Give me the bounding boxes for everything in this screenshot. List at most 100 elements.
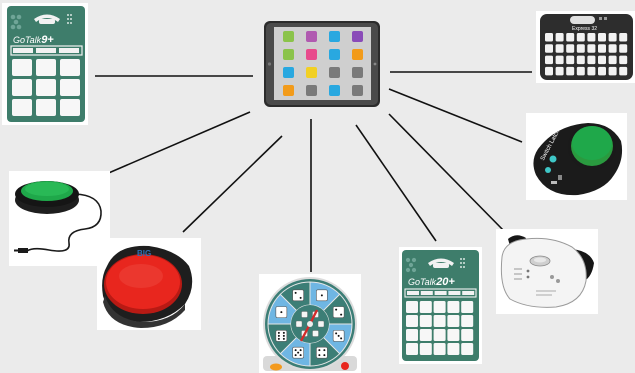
express32-key bbox=[608, 55, 617, 65]
spinner-die-pip bbox=[294, 349, 297, 352]
spinner-die-pip bbox=[297, 351, 300, 354]
connector-gotalk20 bbox=[355, 124, 437, 242]
spinner-die bbox=[332, 306, 345, 318]
ipad-app-tile bbox=[329, 49, 340, 60]
express32-key bbox=[619, 55, 628, 65]
ipad-app-tile bbox=[329, 85, 340, 96]
gotalk20-key bbox=[406, 301, 418, 313]
gotalk20-key bbox=[433, 315, 446, 327]
express32-key bbox=[545, 55, 553, 65]
gotalk20-key bbox=[419, 315, 432, 327]
gotalk20-key bbox=[447, 343, 460, 355]
spinner-die-pip bbox=[299, 296, 302, 299]
ipad-app-tile bbox=[352, 31, 363, 42]
gotalk20-key bbox=[406, 343, 418, 355]
gotalk20-label-slot bbox=[462, 291, 475, 295]
express32-key bbox=[587, 33, 596, 42]
gotalk9-illustration bbox=[7, 6, 85, 122]
connector-switch-latch bbox=[388, 88, 523, 143]
ipad-app-tile bbox=[306, 31, 317, 42]
express32-card: Express 32 bbox=[536, 11, 635, 83]
spinner-die-pip bbox=[340, 313, 343, 316]
gotalk20-key bbox=[419, 301, 432, 313]
express32-key bbox=[545, 44, 553, 53]
express32-key bbox=[566, 44, 575, 53]
spinner-inner-die bbox=[301, 311, 308, 318]
express32-key bbox=[619, 33, 628, 42]
gotalk20-key bbox=[447, 329, 460, 341]
gotalk20-key bbox=[461, 301, 474, 313]
connector-big-switch bbox=[182, 135, 283, 233]
gotalk9-card: GoTalk9+ bbox=[2, 3, 88, 125]
gotalk20-key bbox=[461, 329, 474, 341]
express32-key bbox=[576, 55, 585, 65]
ipad-app-tile bbox=[352, 67, 363, 78]
express32-key bbox=[545, 66, 553, 76]
express32-key bbox=[608, 66, 617, 76]
gotalk20-label-slot bbox=[420, 291, 433, 295]
gotalk20-key bbox=[419, 329, 432, 341]
switch-latch-card: Switch Latch bbox=[526, 113, 627, 200]
spinner-die bbox=[292, 289, 304, 302]
spinner-die-pip bbox=[294, 291, 297, 294]
spinner-die bbox=[316, 346, 328, 359]
express32-key bbox=[576, 66, 585, 76]
ipad-app-tile bbox=[283, 31, 294, 42]
spinner-die-pip bbox=[318, 349, 321, 352]
big-switch-card: BIG bbox=[97, 238, 201, 330]
spinner-card bbox=[259, 274, 361, 373]
spinner-die bbox=[275, 330, 288, 342]
spinner-wedges bbox=[267, 281, 353, 367]
gotalk20-label-slot bbox=[448, 291, 461, 295]
express32-key bbox=[598, 44, 606, 53]
spinner-die-pip bbox=[277, 334, 280, 337]
ipad-app-tile bbox=[283, 85, 294, 96]
ipad-app-tile bbox=[306, 49, 317, 60]
express32-key bbox=[598, 55, 606, 65]
express32-key bbox=[555, 66, 564, 76]
spinner-die-pip bbox=[282, 334, 285, 337]
gotalk20-key bbox=[447, 301, 460, 313]
express32-key-grid bbox=[545, 33, 628, 76]
step-switch-illustration bbox=[500, 235, 594, 308]
spinner-die-pip bbox=[299, 349, 302, 352]
spinner-die-pip bbox=[282, 331, 285, 334]
switch-latch-illustration bbox=[533, 123, 623, 196]
ipad-app-tile bbox=[306, 67, 317, 78]
express32-key bbox=[545, 33, 553, 42]
ipad-app-grid bbox=[283, 31, 363, 96]
express32-key bbox=[619, 44, 628, 53]
big-switch-illustration bbox=[102, 245, 193, 328]
spinner-die-pip bbox=[335, 308, 338, 311]
step-switch-card bbox=[496, 229, 598, 314]
express32-key bbox=[608, 33, 617, 42]
gotalk20-brand-label: GoTalk20+ bbox=[408, 276, 455, 288]
gotalk20-key bbox=[461, 343, 474, 355]
spinner-die-pip bbox=[335, 332, 338, 335]
ipad-app-tile bbox=[329, 67, 340, 78]
gotalk20-key bbox=[447, 315, 460, 327]
spinner-die-pip bbox=[337, 334, 340, 337]
gotalk20-label-strip bbox=[404, 288, 477, 298]
express32-key bbox=[619, 66, 628, 76]
express32-key bbox=[587, 44, 596, 53]
ipad-device bbox=[263, 20, 381, 108]
ipad-app-tile bbox=[283, 49, 294, 60]
spinner-die-pip bbox=[280, 311, 283, 314]
gotalk20-label-slot bbox=[434, 291, 447, 295]
express32-key bbox=[608, 44, 617, 53]
spinner-die-pip bbox=[277, 337, 280, 340]
spinner-illustration bbox=[263, 277, 357, 371]
express32-key bbox=[576, 44, 585, 53]
express32-key bbox=[555, 33, 564, 42]
express32-key bbox=[555, 44, 564, 53]
ipad-app-tile bbox=[329, 31, 340, 42]
spinner-die-pip bbox=[320, 294, 323, 297]
spinner-inner-die bbox=[295, 320, 303, 328]
spinner-inner-die bbox=[312, 330, 319, 337]
gotalk9-brand-label: GoTalk9+ bbox=[13, 34, 54, 46]
connector-step-switch bbox=[388, 113, 507, 234]
connector-green-switch bbox=[96, 111, 251, 179]
